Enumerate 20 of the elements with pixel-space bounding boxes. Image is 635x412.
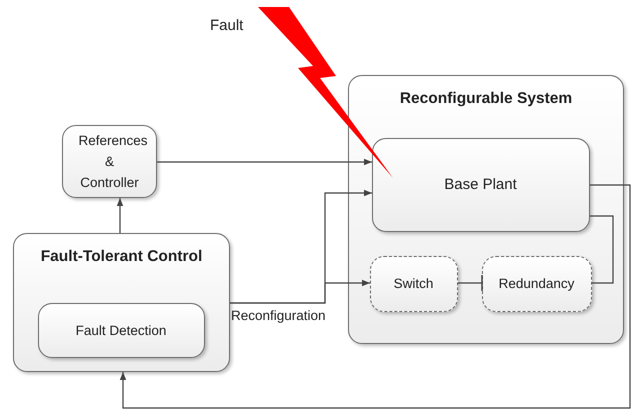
arrow (157, 158, 372, 166)
container-box (13, 233, 230, 372)
box-title: Reconfigurable System (398, 89, 574, 109)
process-box (372, 138, 590, 232)
container-box (348, 75, 624, 344)
fault-label: Fault (210, 16, 244, 36)
box-label: Redundancy (498, 275, 576, 293)
arrow (120, 184, 631, 409)
box-label: Base Plant (443, 175, 518, 195)
process-box (62, 125, 157, 198)
arrow (116, 198, 124, 233)
arrow (230, 280, 370, 304)
box-label: Fault Detection (74, 322, 168, 340)
box-label: References & Controller (78, 132, 144, 192)
process-box (38, 302, 204, 358)
dashed-box (482, 256, 592, 312)
edge-label: Reconfiguration (231, 307, 326, 325)
box-label: Switch (392, 275, 434, 293)
box-title: Fault-Tolerant Control (40, 247, 204, 267)
dashed-box (370, 256, 458, 312)
